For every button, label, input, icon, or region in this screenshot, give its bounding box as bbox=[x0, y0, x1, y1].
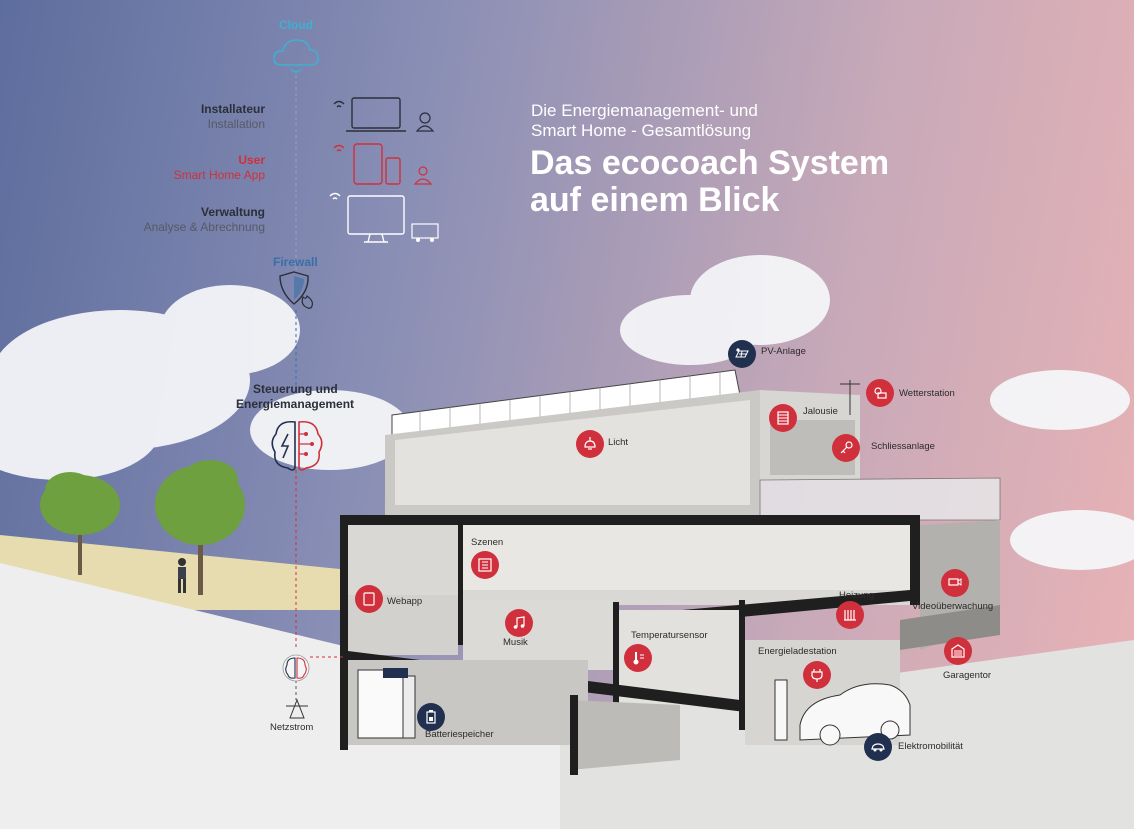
person-figure bbox=[178, 558, 186, 593]
webapp-badge[interactable] bbox=[355, 585, 383, 613]
shield-icon bbox=[279, 271, 314, 309]
music-note-icon bbox=[513, 616, 525, 629]
camera-icon bbox=[948, 578, 962, 586]
user-title: User bbox=[238, 153, 265, 167]
music-badge[interactable] bbox=[505, 609, 533, 637]
video-badge[interactable] bbox=[941, 569, 969, 597]
user-subtitle: Smart Home App bbox=[173, 168, 265, 182]
battery-icon bbox=[426, 710, 436, 724]
blinds-label: Jalousie bbox=[803, 406, 838, 417]
brain-control-icon bbox=[271, 420, 323, 471]
emobility-label: Elektromobilität bbox=[898, 741, 963, 752]
firewall-label: Firewall bbox=[273, 255, 318, 269]
headline-subtitle-line2: Smart Home - Gesamtlösung bbox=[531, 121, 752, 140]
grid-label: Netzstrom bbox=[270, 722, 314, 733]
music-label: Musik bbox=[503, 637, 528, 648]
tablet-phone-icon bbox=[333, 143, 433, 185]
light-badge[interactable] bbox=[576, 430, 604, 458]
control-label-line1: Steuerung und bbox=[253, 382, 338, 396]
brain-small-icon bbox=[282, 654, 310, 682]
heating-badge[interactable] bbox=[836, 601, 864, 629]
emobility-badge[interactable] bbox=[864, 733, 892, 761]
temperature-label: Temperatursensor bbox=[631, 630, 708, 641]
blinds-badge[interactable] bbox=[769, 404, 797, 432]
headline-subtitle-line1: Die Energiemanagement- und bbox=[531, 101, 758, 120]
heating-label: Heizung bbox=[839, 590, 874, 601]
admin-title: Verwaltung bbox=[200, 205, 265, 219]
thermometer-icon bbox=[633, 652, 644, 665]
pv-label: PV-Anlage bbox=[761, 346, 806, 357]
admin-subtitle: Analyse & Abrechnung bbox=[143, 220, 265, 234]
installer-title: Installateur bbox=[200, 102, 265, 116]
pv-badge[interactable] bbox=[728, 340, 756, 368]
garage-door-icon bbox=[951, 644, 965, 658]
cloud-icon bbox=[273, 39, 319, 74]
car-icon bbox=[871, 743, 885, 752]
installer-subtitle: Installation bbox=[207, 117, 265, 131]
headline-title-line2: auf einem Blick bbox=[530, 181, 780, 219]
scenes-label: Szenen bbox=[471, 537, 504, 548]
battery-badge[interactable] bbox=[417, 703, 445, 731]
garage-label: Garagentor bbox=[943, 670, 992, 681]
tree-right bbox=[155, 460, 245, 595]
ceiling-lamp-icon bbox=[584, 437, 596, 450]
headline-title: Das ecocoach System auf einem Blick bbox=[530, 145, 889, 219]
webapp-label: Webapp bbox=[387, 596, 423, 607]
charging-label: Energieladestation bbox=[758, 646, 837, 657]
temperature-badge[interactable] bbox=[624, 644, 652, 672]
garage-badge[interactable] bbox=[944, 637, 972, 665]
lock-badge[interactable] bbox=[832, 434, 860, 462]
weather-station-icon bbox=[874, 387, 887, 399]
video-label: Videoüberwachung bbox=[912, 601, 994, 612]
headline-title-line1: Das ecocoach System bbox=[530, 144, 890, 182]
charging-badge[interactable] bbox=[803, 661, 831, 689]
laptop-icon bbox=[333, 97, 435, 132]
cloud-label: Cloud bbox=[279, 18, 313, 32]
weather-badge[interactable] bbox=[866, 379, 894, 407]
weather-label: Wetterstation bbox=[899, 388, 955, 399]
key-icon bbox=[840, 441, 853, 454]
light-label: Licht bbox=[608, 437, 629, 448]
headline-subtitle: Die Energiemanagement- und Smart Home - … bbox=[531, 101, 758, 141]
tree-left bbox=[40, 472, 120, 575]
battery-label: Batteriespeicher bbox=[425, 729, 494, 740]
scenes-badge[interactable] bbox=[471, 551, 499, 579]
solar-panel-icon bbox=[735, 348, 749, 358]
power-mast bbox=[286, 698, 308, 719]
control-label-line2: Energiemanagement bbox=[236, 397, 355, 411]
tablet-icon bbox=[363, 592, 375, 606]
desktop-icon bbox=[329, 192, 439, 243]
blinds-icon bbox=[777, 411, 789, 425]
plug-icon bbox=[811, 669, 823, 682]
scenes-sliders-icon bbox=[478, 558, 492, 572]
lock-label: Schliessanlage bbox=[871, 441, 935, 452]
radiator-icon bbox=[844, 610, 856, 621]
